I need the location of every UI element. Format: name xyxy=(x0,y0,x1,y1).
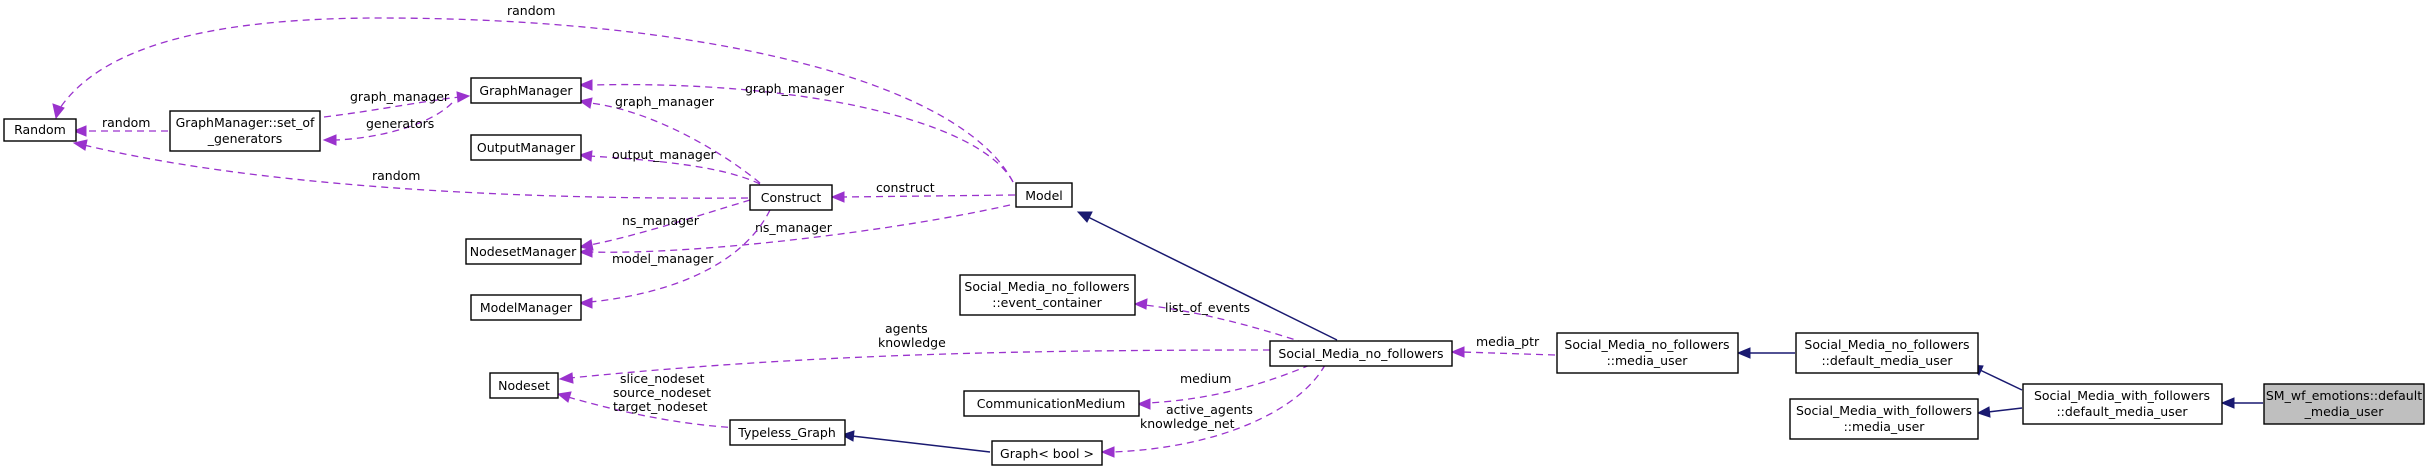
edge-sog-random: random xyxy=(72,115,168,137)
node-model-manager[interactable]: ModelManager xyxy=(470,294,582,321)
node-nf-media-user[interactable]: Social_Media_no_followers ::media_user xyxy=(1556,332,1739,374)
svg-text:NodesetManager: NodesetManager xyxy=(470,244,577,259)
edge-label-list-of-events: list_of_events xyxy=(1165,300,1250,315)
edge-label-media-ptr: media_ptr xyxy=(1476,334,1540,349)
edge-label-ns-construct: ns_manager xyxy=(622,213,700,228)
inherit-wfdefault-wfmedia xyxy=(1976,406,2023,418)
svg-text:Social_Media_with_followers: Social_Media_with_followers xyxy=(1796,403,1972,418)
edge-smnf-medium: medium xyxy=(1136,364,1311,410)
svg-text:::media_user: ::media_user xyxy=(1844,419,1926,434)
inherit-smnf-model xyxy=(1076,211,1338,341)
edge-label-gm-sog: graph_manager xyxy=(350,89,450,104)
svg-text:Typeless_Graph: Typeless_Graph xyxy=(737,425,836,440)
edge-construct-random: random xyxy=(72,139,749,199)
edge-label-ns-model: ns_manager xyxy=(755,220,833,235)
edge-smnf-graphbool: active_agents knowledge_net xyxy=(1100,364,1326,458)
edge-construct-output: output_manager xyxy=(578,147,761,185)
node-construct[interactable]: Construct xyxy=(749,184,833,211)
edge-label-knowledge-net: knowledge_net xyxy=(1140,416,1235,431)
edge-smnf-events: list_of_events xyxy=(1133,298,1306,344)
node-nodeset[interactable]: Nodeset xyxy=(489,372,559,399)
svg-text:Social_Media_no_followers: Social_Media_no_followers xyxy=(1278,346,1443,361)
edge-label-agents: agents xyxy=(885,321,928,336)
node-typeless-graph[interactable]: Typeless_Graph xyxy=(729,419,846,446)
edge-model-random: random xyxy=(52,3,1014,183)
inherit-emotions-wfdefault xyxy=(2220,397,2263,409)
node-set-of-generators[interactable]: GraphManager::set_of _generators xyxy=(169,110,321,152)
edge-model-construct: construct xyxy=(830,180,1016,203)
svg-text:::default_media_user: ::default_media_user xyxy=(1821,353,1953,368)
node-sm-wf-emotions[interactable]: SM_wf_emotions::default _media_user xyxy=(2263,383,2425,425)
svg-text:SM_wf_emotions::default: SM_wf_emotions::default xyxy=(2266,388,2422,403)
node-communication-medium[interactable]: CommunicationMedium xyxy=(963,390,1140,417)
svg-text:_media_user: _media_user xyxy=(2304,404,2385,419)
edge-construct-ns: ns_manager xyxy=(578,199,751,251)
svg-text:Graph< bool >: Graph< bool > xyxy=(1000,446,1094,461)
node-output-manager[interactable]: OutputManager xyxy=(470,134,582,161)
svg-text:CommunicationMedium: CommunicationMedium xyxy=(977,396,1126,411)
edge-construct-gm: graph_manager xyxy=(578,94,761,184)
svg-text:GraphManager: GraphManager xyxy=(479,83,573,98)
edge-label-slice-nodeset: slice_nodeset xyxy=(620,371,705,386)
edge-label-active-agents: active_agents xyxy=(1166,402,1253,417)
edge-construct-model-manager: model_manager xyxy=(578,209,771,309)
svg-text:Random: Random xyxy=(14,122,66,137)
edge-model-ns: ns_manager xyxy=(578,204,1011,258)
inherit-nfdefault-nfmedia xyxy=(1736,347,1795,359)
edge-mediauser-smnf: media_ptr xyxy=(1450,334,1556,358)
edge-sog-gm: generators xyxy=(322,102,453,146)
edge-label-random-sog: random xyxy=(102,115,150,130)
edge-label-output: output_manager xyxy=(612,147,717,162)
node-random[interactable]: Random xyxy=(3,118,77,142)
svg-text:Social_Media_no_followers: Social_Media_no_followers xyxy=(1804,337,1969,352)
edge-label-random-construct: random xyxy=(372,168,420,183)
edge-smnf-nodeset: agents knowledge xyxy=(558,321,1271,384)
edge-label-medium: medium xyxy=(1180,371,1231,386)
edge-label-source-nodeset: source_nodeset xyxy=(613,385,711,400)
svg-text:Nodeset: Nodeset xyxy=(498,378,550,393)
svg-text:ModelManager: ModelManager xyxy=(480,300,573,315)
svg-text:_generators: _generators xyxy=(207,131,283,146)
svg-text:::event_container: ::event_container xyxy=(992,295,1102,310)
edge-model-gm: graph_manager xyxy=(578,79,1014,183)
node-model[interactable]: Model xyxy=(1015,182,1073,208)
edge-label-construct: construct xyxy=(876,180,935,195)
svg-text:OutputManager: OutputManager xyxy=(477,140,576,155)
node-event-container[interactable]: Social_Media_no_followers ::event_contai… xyxy=(959,274,1136,316)
svg-text:Construct: Construct xyxy=(761,190,822,205)
svg-text:GraphManager::set_of: GraphManager::set_of xyxy=(176,115,315,130)
edge-label-sog-gm: generators xyxy=(366,116,434,131)
node-nodeset-manager[interactable]: NodesetManager xyxy=(465,238,582,265)
node-social-media-no-followers[interactable]: Social_Media_no_followers xyxy=(1269,340,1453,367)
edge-label-construct-gm: graph_manager xyxy=(615,94,715,109)
svg-text:::default_media_user: ::default_media_user xyxy=(2056,404,2188,419)
svg-text:Social_Media_no_followers: Social_Media_no_followers xyxy=(1564,337,1729,352)
node-graph-bool[interactable]: Graph< bool > xyxy=(991,440,1103,466)
svg-text:Model: Model xyxy=(1025,188,1063,203)
node-graph-manager[interactable]: GraphManager xyxy=(470,77,582,104)
edge-label-random-top: random xyxy=(507,3,555,18)
svg-text:Social_Media_no_followers: Social_Media_no_followers xyxy=(964,279,1129,294)
svg-text:Social_Media_with_followers: Social_Media_with_followers xyxy=(2034,388,2210,403)
edge-gm-sog: graph_manager xyxy=(323,89,471,118)
edge-graph-nodeset: slice_nodeset source_nodeset target_node… xyxy=(556,371,741,429)
node-nf-default-media-user[interactable]: Social_Media_no_followers ::default_medi… xyxy=(1795,332,1979,374)
inherit-graphbool-typeless xyxy=(840,430,991,453)
edge-label-knowledge: knowledge xyxy=(878,335,946,350)
edge-label-target-nodeset: target_nodeset xyxy=(613,399,708,414)
node-wf-default-media-user[interactable]: Social_Media_with_followers ::default_me… xyxy=(2022,383,2223,425)
edge-label-model-manager: model_manager xyxy=(612,251,714,266)
node-wf-media-user[interactable]: Social_Media_with_followers ::media_user xyxy=(1789,398,1979,440)
edge-label-model-gm: graph_manager xyxy=(745,81,845,96)
svg-text:::media_user: ::media_user xyxy=(1607,353,1689,368)
